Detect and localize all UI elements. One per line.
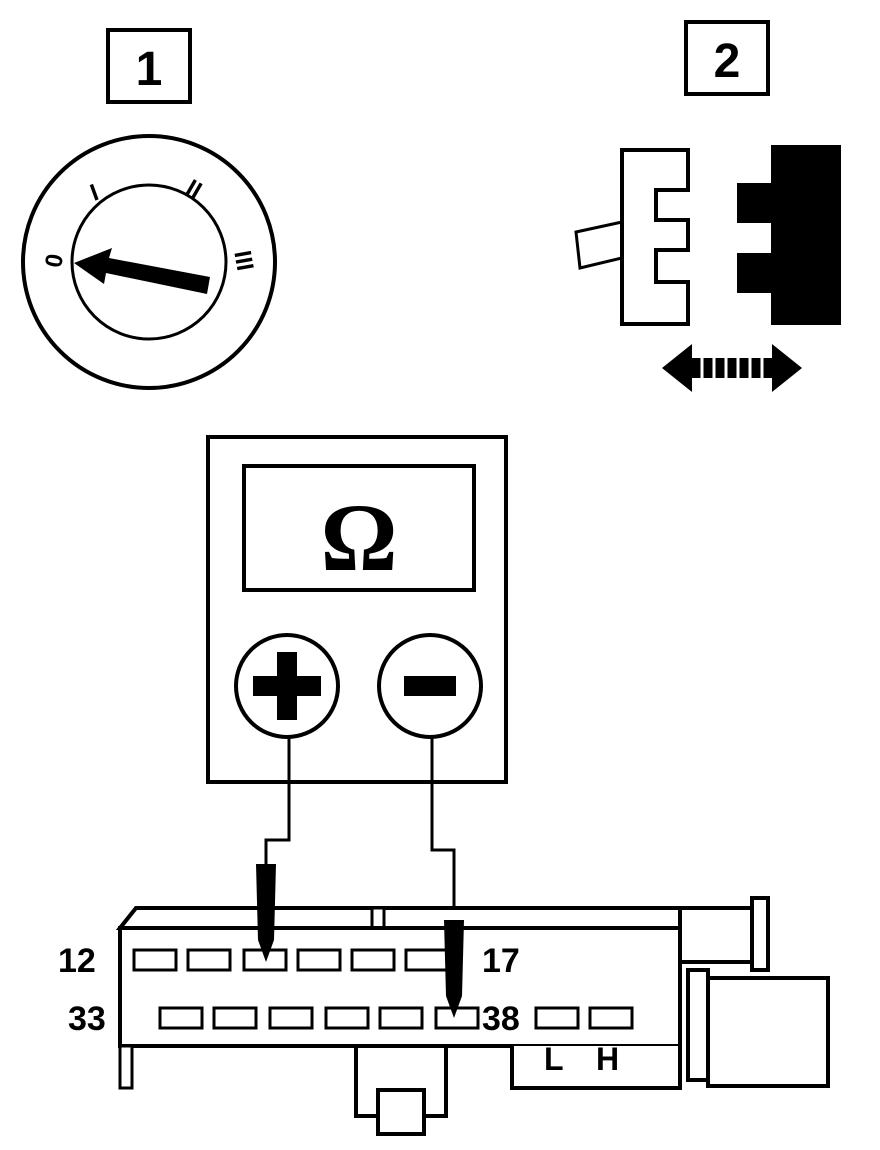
step-1-label: 1 — [136, 43, 163, 96]
double-arrow-icon — [662, 344, 802, 392]
ignition-pos-0: 0 — [40, 252, 69, 270]
ignition-pos-3: III — [228, 248, 258, 272]
step-2-label: 2 — [714, 35, 741, 88]
connector-disconnect-icon — [574, 145, 841, 392]
pin-row-bottom — [158, 1006, 634, 1030]
pin-label-h: H — [596, 1041, 619, 1077]
step-1-box: 1 — [106, 28, 192, 104]
plus-terminal-icon — [234, 633, 340, 739]
pin-label-17: 17 — [482, 942, 520, 980]
ignition-switch-icon: 0 I II III — [21, 134, 277, 390]
ohmmeter: Ω — [206, 435, 508, 784]
ecu-connector: 12 17 33 38 L H — [58, 896, 830, 1136]
step-2-box: 2 — [684, 20, 770, 96]
pin-label-38: 38 — [482, 1000, 520, 1038]
pin-label-12: 12 — [58, 942, 96, 980]
negative-probe-icon — [444, 920, 464, 1018]
ohm-symbol: Ω — [321, 484, 398, 591]
pin-label-33: 33 — [68, 1000, 106, 1038]
pin-label-l: L — [544, 1041, 564, 1077]
positive-probe-icon — [256, 864, 276, 962]
pin-row-top — [132, 948, 450, 972]
meter-display — [242, 464, 476, 592]
minus-terminal-icon — [377, 633, 483, 739]
key-arrow-icon — [74, 248, 210, 294]
probe-leads — [264, 737, 456, 920]
